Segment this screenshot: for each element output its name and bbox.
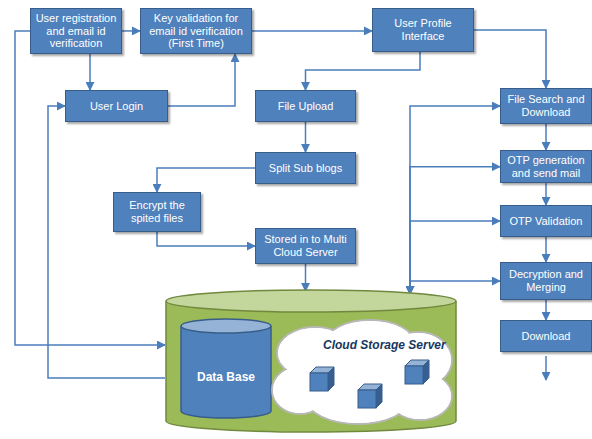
node-label: Stored in to Multi Cloud Server [260, 233, 351, 258]
node-label: OTP Validation [510, 215, 583, 228]
cloud-illustration [270, 318, 455, 426]
flow-arrow [474, 30, 546, 88]
flow-arrow [89, 54, 91, 90]
flow-arrow [305, 264, 307, 291]
flow-arrow [157, 168, 255, 192]
process-box: Stored in to Multi Cloud Server [255, 228, 356, 264]
cylinder-top [181, 319, 271, 333]
storage-label: Cloud Storage Server [323, 338, 446, 352]
flow-arrow [48, 106, 165, 378]
download-out-arrow [545, 356, 547, 380]
flow-arrow [545, 300, 547, 320]
database-cylinder: Data Base [180, 318, 272, 420]
flow-arrow [252, 30, 372, 32]
flow-arrow [15, 31, 165, 345]
node-label: File Upload [278, 100, 334, 113]
node-label: User Profile Interface [377, 17, 469, 42]
process-box: OTP Validation [500, 205, 592, 237]
flow-arrow [122, 30, 140, 32]
process-box: User Profile Interface [372, 8, 474, 52]
flow-arrow [410, 167, 500, 294]
process-box: Download [500, 320, 592, 352]
process-box: Split Sub blogs [255, 152, 356, 184]
flow-arrow [168, 54, 235, 106]
flow-arrow [545, 183, 547, 205]
cylinder-top [166, 290, 456, 312]
node-label: File Search and Download [505, 93, 587, 118]
flow-arrow [545, 124, 547, 150]
node-label: Encrypt the spited files [118, 199, 196, 224]
process-box: Encrypt the spited files [113, 192, 201, 232]
node-label: Split Sub blogs [269, 162, 342, 175]
process-box: Decryption and Merging [500, 262, 592, 300]
flow-arrow [306, 52, 421, 90]
node-label: OTP generation and send mail [505, 154, 587, 179]
flow-arrow [410, 221, 500, 294]
node-label: Data Base [197, 370, 255, 384]
process-box: File Upload [255, 90, 356, 122]
process-box: File Search and Download [500, 88, 592, 124]
process-box: User Login [65, 90, 168, 122]
node-label: User registration and email id verificat… [35, 12, 117, 50]
node-label: Key validation for email id verification… [145, 12, 247, 50]
flow-arrow [545, 237, 547, 262]
process-box: OTP generation and send mail [500, 150, 592, 183]
flow-arrow [410, 106, 500, 294]
database-outline [180, 318, 272, 420]
flow-arrow [157, 232, 255, 246]
flow-arrow [410, 281, 500, 294]
node-label: Decryption and Merging [505, 268, 587, 293]
server-cubes [310, 360, 429, 408]
process-box: User registration and email id verificat… [30, 8, 122, 54]
process-box: Key validation for email id verification… [140, 8, 252, 54]
cloud-fill [273, 321, 451, 423]
cylinder-body [166, 301, 456, 432]
cloud-outline [272, 320, 452, 424]
flow-arrow [305, 122, 307, 152]
cylinder-body [181, 326, 271, 418]
node-label: Download [522, 330, 571, 343]
node-label: User Login [90, 100, 143, 113]
